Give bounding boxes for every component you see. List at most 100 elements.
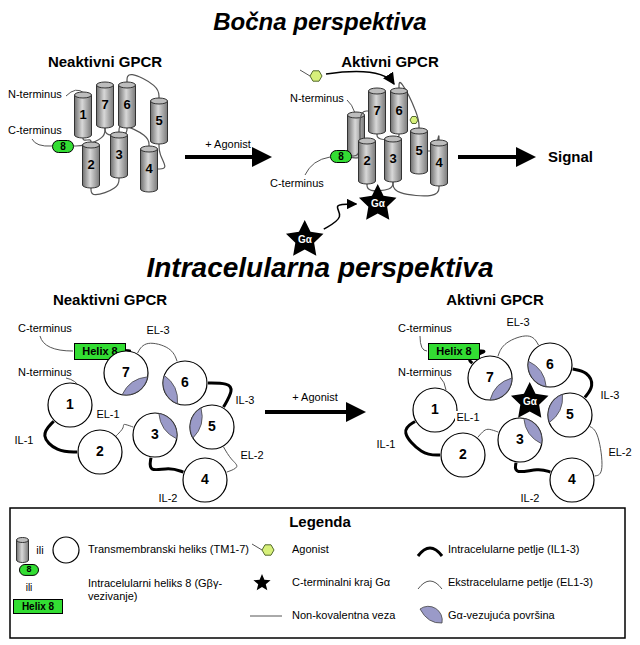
helix-cylinder: 3 <box>110 132 128 178</box>
helix-8-fill <box>20 565 39 576</box>
legend-extracellular-loop <box>418 581 442 589</box>
transition-arrow <box>265 410 362 414</box>
cylinder-body <box>75 95 92 138</box>
heading: Legenda <box>289 513 351 530</box>
intracellular-loop <box>515 463 550 472</box>
loop-label: EL-3 <box>145 324 170 336</box>
cylinder-body <box>411 131 428 174</box>
heading: Intracelularna perspektiva <box>146 252 493 284</box>
cylinder-cap <box>391 88 408 94</box>
helix-loop <box>158 144 165 169</box>
node-label: 4 <box>145 162 152 176</box>
node-label: 7 <box>101 98 108 112</box>
annotation: N-terminus <box>18 366 72 379</box>
cylinder-cap <box>385 136 402 142</box>
annotation: ili <box>26 582 33 594</box>
circle-fill <box>441 433 485 477</box>
heading: Neaktivni GPCR <box>48 53 162 70</box>
loop-label: IL-2 <box>520 492 541 504</box>
annotation: N-terminus <box>398 366 452 379</box>
cylinder-cap <box>369 88 386 94</box>
helix-circle: 1 <box>412 387 458 433</box>
cylinder-body <box>391 91 408 134</box>
n-terminus-tail <box>347 100 355 113</box>
node-label: 7 <box>122 365 130 380</box>
node-label: 7 <box>373 104 380 118</box>
node-label: 3 <box>389 152 396 166</box>
node-label: Gα <box>523 396 537 407</box>
circle-fill <box>548 393 592 437</box>
binding-arrow <box>326 72 394 84</box>
helix-cylinder: 7 <box>368 88 386 134</box>
annotation: C-terminus <box>398 322 452 335</box>
legend-text: Ekstracelularne petlje (EL1-3) <box>448 576 593 589</box>
node-label: 2 <box>459 447 467 462</box>
circle-fill <box>528 343 572 387</box>
helix-8-fill <box>53 140 74 152</box>
transition-arrow <box>185 155 268 159</box>
cylinder-body <box>141 149 158 192</box>
star-fill <box>286 220 324 256</box>
cylinder-cap <box>141 146 158 152</box>
cylinder-cap <box>75 92 92 98</box>
loop-label: IL-3 <box>600 389 621 401</box>
binding-arrow <box>324 204 357 229</box>
node-label: Helix 8 <box>436 345 471 357</box>
annotation: N-terminus <box>8 88 62 101</box>
helix-cylinder: 2 <box>358 138 376 184</box>
cylinder-body <box>111 135 128 178</box>
annotation: + Agonist <box>292 391 338 404</box>
circle-fill <box>48 383 92 427</box>
legend-text: Agonist <box>292 543 329 556</box>
node-label: 5 <box>566 407 574 422</box>
heading: Aktivni GPCR <box>341 53 439 70</box>
agonist <box>310 71 322 81</box>
node-label: 1 <box>79 108 86 122</box>
star-fill <box>511 382 549 418</box>
bound-agonist <box>410 117 418 124</box>
node-label: 4 <box>568 472 576 487</box>
cylinder-body <box>97 85 114 128</box>
legend-star <box>253 574 270 590</box>
node-label: 5 <box>155 114 162 128</box>
signal-arrow <box>458 155 532 159</box>
legend-text: C-terminalni kraj Gα <box>292 576 390 589</box>
cylinder-cap <box>359 138 376 144</box>
helix-8-fill <box>331 150 352 162</box>
annotation: C-terminus <box>270 177 324 190</box>
node-label: 8 <box>60 141 66 152</box>
galpha-binding-surface <box>190 408 202 438</box>
agonist-tail <box>300 70 310 76</box>
intracellular-loop <box>150 458 183 472</box>
cylinder-body <box>431 143 448 186</box>
circle-fill <box>183 458 227 502</box>
heading: Neaktivni GPCR <box>53 291 167 308</box>
cylinder-cap <box>111 132 128 138</box>
loop-label: IL-1 <box>376 438 397 450</box>
annotation: ili <box>36 544 43 557</box>
helix-8-pill: 8 <box>52 140 74 153</box>
legend-circle <box>53 537 79 563</box>
loop-label: EL-3 <box>505 316 530 328</box>
legend-text: Intracelularni heliks 8 (Gβγ-vezivanje) <box>88 577 253 603</box>
cylinder-body <box>359 141 376 184</box>
c-terminus-tail <box>32 139 52 146</box>
cylinder-cap <box>83 142 100 148</box>
loop-label: EL-1 <box>455 411 480 423</box>
node-label: Gα <box>298 234 312 245</box>
annotation: + Agonist <box>205 138 251 151</box>
helix-cylinder: 3 <box>384 136 402 182</box>
heading: Aktivni GPCR <box>446 291 544 308</box>
node-label: 2 <box>87 158 94 172</box>
annotation: C-terminus <box>18 322 72 335</box>
cylinder-cap <box>151 98 168 104</box>
cylinder-body <box>369 91 386 134</box>
node-label: 4 <box>435 156 442 170</box>
helix-loop <box>83 138 91 142</box>
cylinder-body <box>83 145 100 188</box>
annotation: N-terminus <box>290 92 344 105</box>
c-terminus-tail <box>420 336 427 351</box>
node-label: 8 <box>26 565 31 575</box>
legend-bond <box>250 616 282 617</box>
legend-text: Non-kovalentna veza <box>292 609 395 622</box>
